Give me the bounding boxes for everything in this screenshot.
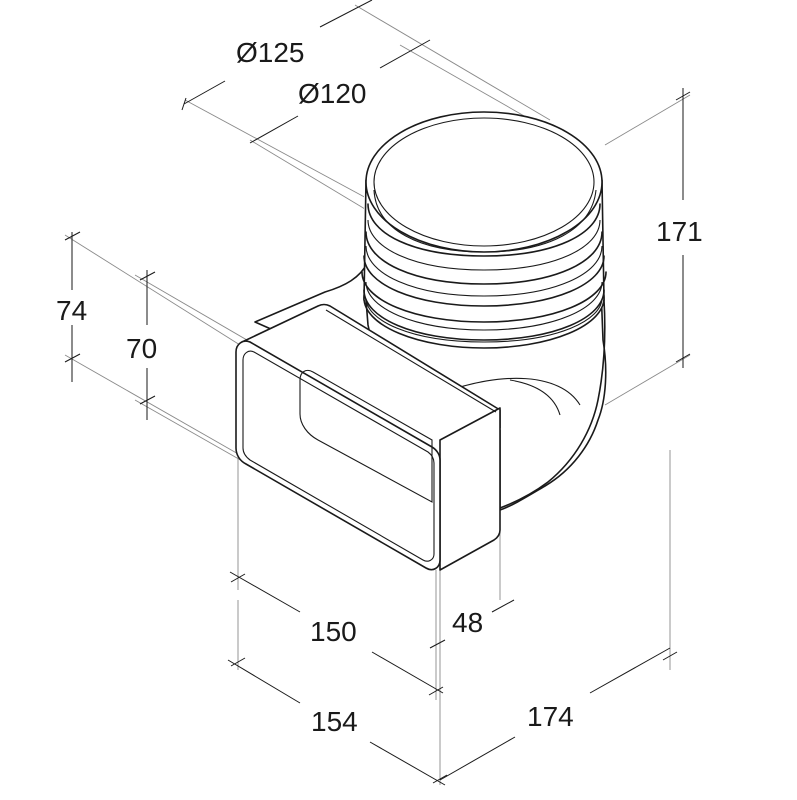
dim-label-depth-48: 48	[452, 607, 483, 638]
dim-label-height-74: 74	[56, 295, 87, 326]
dim-label-diameter-120: Ø120	[298, 78, 367, 109]
round-opening-inner	[373, 117, 595, 247]
rect-opening-inner	[242, 350, 435, 562]
extension-lines	[64, 4, 691, 785]
dim-label-diameter-125: Ø125	[236, 37, 305, 68]
elbow-body	[235, 111, 607, 571]
rect-inner-recess	[299, 369, 433, 503]
dim-label-depth-174: 174	[527, 701, 574, 732]
dim-label-height-171: 171	[656, 216, 703, 247]
dimension-labels: Ø125 Ø120 171 74 70 150 154 48 174	[56, 37, 703, 737]
round-opening-outer	[365, 111, 603, 253]
dim-label-height-70: 70	[126, 333, 157, 364]
dim-label-width-150: 150	[310, 616, 357, 647]
rect-spigot-front	[235, 340, 441, 571]
dim-label-width-154: 154	[311, 706, 358, 737]
dimension-lines	[64, 0, 691, 786]
rect-spigot-side	[439, 407, 501, 571]
